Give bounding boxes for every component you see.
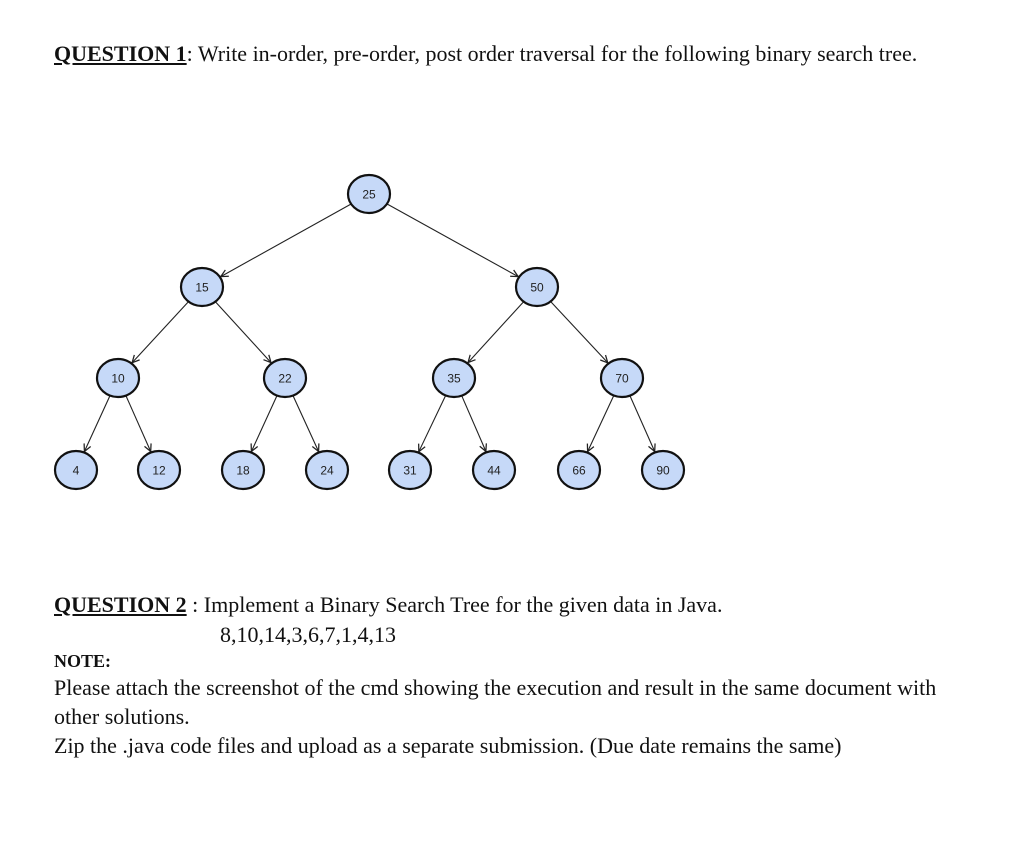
tree-node-label: 50 [530,281,544,295]
tree-node-15: 15 [179,266,225,308]
tree-node-circle [556,449,602,491]
question-2-text: : Implement a Binary Search Tree for the… [186,592,723,617]
tree-node-label: 12 [152,464,166,478]
edge-15-22 [214,301,271,363]
note-line-2: Zip the .java code files and upload as a… [54,733,842,758]
tree-node-label: 44 [487,464,501,478]
edge-22-18 [251,395,278,452]
tree-node-circle [514,266,560,308]
tree-node-10: 10 [95,357,141,399]
tree-node-label: 66 [572,464,586,478]
tree-node-label: 18 [236,464,250,478]
tree-node-label: 25 [362,188,376,202]
tree-node-circle [387,449,433,491]
tree-node-circle [640,449,686,491]
question-2-data: 8,10,14,3,6,7,1,4,13 [220,622,396,647]
tree-node-35: 35 [431,357,477,399]
tree-node-label: 4 [73,464,80,478]
tree-node-22: 22 [262,357,308,399]
question-1-label: QUESTION 1 [54,41,187,66]
tree-node-24: 24 [304,449,350,491]
edge-50-35 [468,301,525,363]
edge-15-10 [132,301,189,363]
note-body: Please attach the screenshot of the cmd … [54,673,984,760]
edge-25-50 [386,203,518,277]
tree-node-circle [471,449,517,491]
tree-node-44: 44 [471,449,517,491]
tree-node-25: 25 [346,173,392,215]
edge-35-31 [419,395,447,451]
tree-node-50: 50 [514,266,560,308]
question-2: QUESTION 2 : Implement a Binary Search T… [54,590,722,620]
tree-node-circle [304,449,350,491]
tree-node-label: 70 [615,372,629,386]
tree-node-label: 90 [656,464,670,478]
tree-node-label: 10 [111,372,125,386]
question-1-text: : Write in-order, pre-order, post order … [186,41,918,66]
tree-node-circle [220,449,266,491]
tree-node-70: 70 [599,357,645,399]
tree-node-90: 90 [640,449,686,491]
tree-node-circle [262,357,308,399]
edge-35-44 [461,395,486,452]
note-heading: NOTE: [54,651,112,671]
tree-node-label: 31 [403,464,417,478]
question-2-label: QUESTION 2 [54,592,187,617]
tree-nodes: 25 15 50 10 22 35 70 4 12 18 24 31 44 66 90 [53,173,686,491]
tree-node-label: 35 [447,372,461,386]
tree-node-31: 31 [387,449,433,491]
edge-10-12 [125,395,151,452]
tree-node-circle [95,357,141,399]
tree-node-label: 22 [278,372,292,386]
tree-node-circle [179,266,225,308]
edge-10-4 [84,395,111,452]
tree-node-circle [53,449,99,491]
edge-50-70 [550,301,608,363]
tree-node-label: 15 [195,281,209,295]
tree-node-label: 24 [320,464,334,478]
tree-node-66: 66 [556,449,602,491]
tree-node-12: 12 [136,449,182,491]
note-line-1: Please attach the screenshot of the cmd … [54,675,937,729]
edge-25-15 [221,203,352,277]
edge-70-90 [629,395,655,452]
tree-edges [84,203,655,452]
tree-node-circle [599,357,645,399]
tree-node-circle [346,173,392,215]
tree-node-18: 18 [220,449,266,491]
edge-22-24 [292,395,319,452]
question-1: QUESTION 1: Write in-order, pre-order, p… [54,38,984,69]
tree-node-4: 4 [53,449,99,491]
edge-70-66 [588,395,615,452]
tree-node-circle [431,357,477,399]
tree-node-circle [136,449,182,491]
